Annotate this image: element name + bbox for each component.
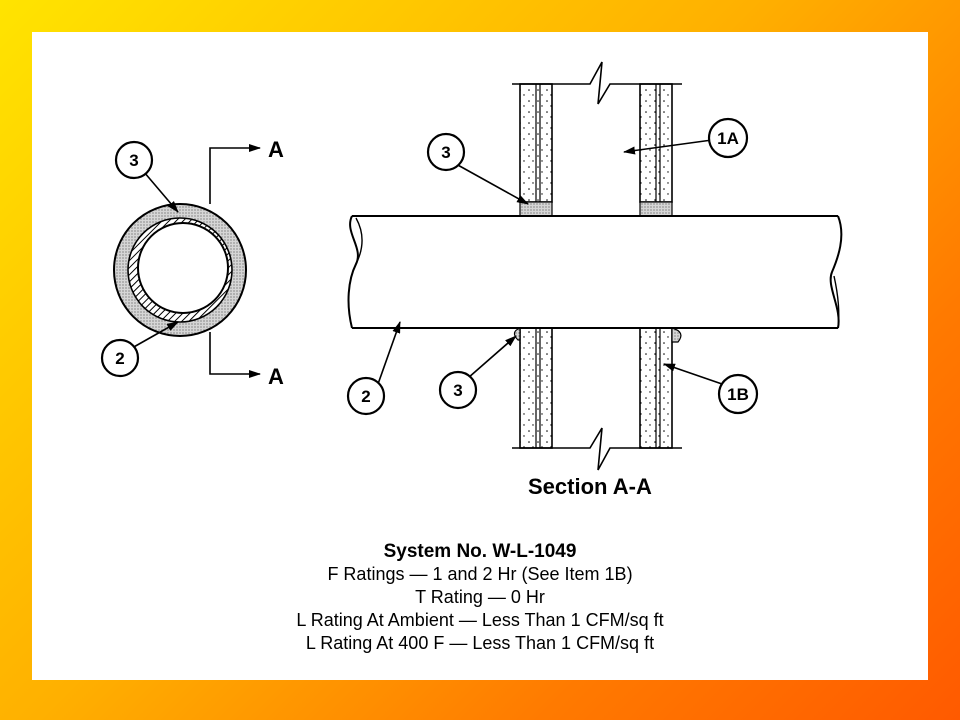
- firestop-diagram: A A 3 2: [100, 61, 843, 499]
- section-mark-bottom: A: [268, 364, 284, 389]
- svg-text:2: 2: [115, 349, 124, 368]
- callout-1b: 1B: [663, 363, 759, 415]
- svg-text:3: 3: [453, 381, 462, 400]
- section-cut-lines: A A: [209, 137, 284, 389]
- callout-2-bottom: 2: [346, 321, 401, 416]
- svg-text:3: 3: [441, 143, 450, 162]
- callout-3-bottom: 3: [438, 335, 517, 410]
- t-rating-line: T Rating — 0 Hr: [415, 587, 545, 607]
- callout-3-left: 3: [114, 140, 179, 213]
- section-title: Section A-A: [528, 474, 652, 499]
- section-mark-top: A: [268, 137, 284, 162]
- callout-3-top: 3: [426, 132, 529, 205]
- l-rating-400f-line: L Rating At 400 F — Less Than 1 CFM/sq f…: [305, 633, 655, 653]
- slide-panel: A A 3 2: [32, 32, 928, 680]
- system-caption: System No. W-L-1049 F Ratings — 1 and 2 …: [32, 540, 928, 655]
- pipe-bore: [137, 222, 229, 314]
- l-rating-ambient-line: L Rating At Ambient — Less Than 1 CFM/sq…: [296, 610, 664, 630]
- callout-2-left: 2: [100, 321, 179, 378]
- pipe-cross-section: [113, 203, 247, 337]
- svg-text:1B: 1B: [727, 385, 749, 404]
- callout-1a: 1A: [623, 117, 749, 159]
- svg-text:2: 2: [361, 387, 370, 406]
- system-number: System No. W-L-1049: [383, 541, 577, 562]
- svg-text:1A: 1A: [717, 129, 739, 148]
- pipe-longitudinal: [347, 215, 843, 329]
- wall-section: [512, 61, 682, 471]
- f-rating-line: F Ratings — 1 and 2 Hr (See Item 1B): [327, 564, 633, 584]
- svg-text:3: 3: [129, 151, 138, 170]
